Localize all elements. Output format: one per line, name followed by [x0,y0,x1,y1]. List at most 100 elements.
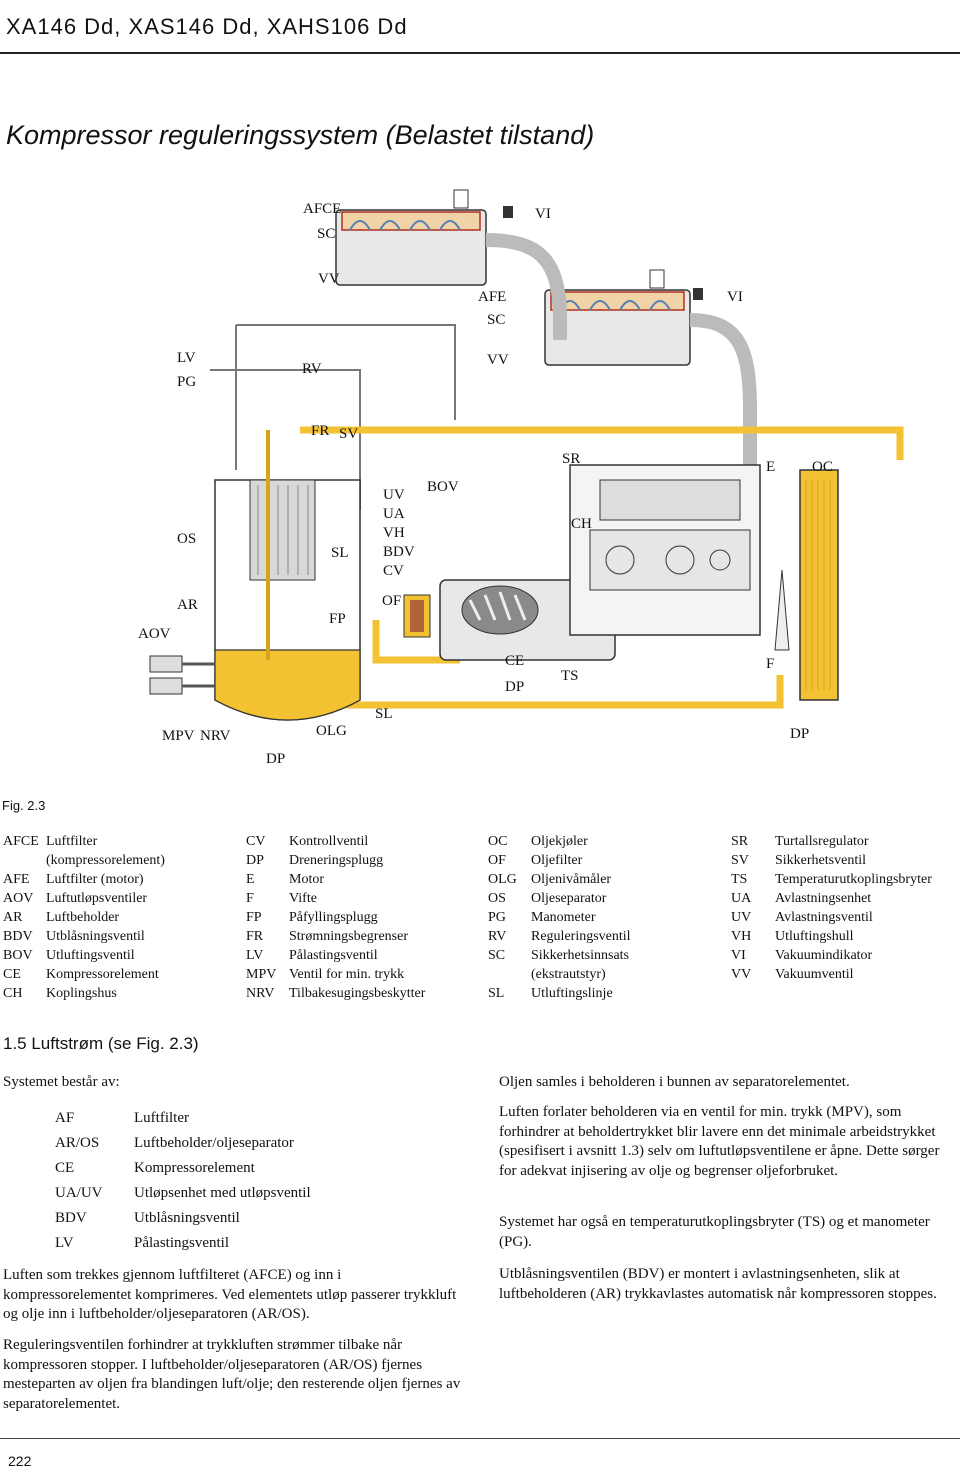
label-vi: VI [535,206,551,222]
legend-description: Tilbakesugingsbeskytter [289,986,426,1001]
legend-code: VV [731,967,752,982]
label-sr: SR [562,451,580,467]
legend-description: Motor [289,872,324,887]
legend-description: Ventil for min. trykk [289,967,405,982]
legend-description: Oljeseparator [531,891,607,906]
legend-code: AFCE [3,834,39,849]
label-mpv: MPV [162,728,195,744]
component-abbreviation: AR/OS [55,1135,100,1151]
legend-description: Oljefilter [531,853,583,868]
legend-description: Påfyllingsplugg [289,910,378,925]
component-description: Pålastingsventil [134,1235,229,1251]
legend-row: PG Manometer [488,908,631,927]
legend-description: Avlastningsenhet [775,891,872,906]
label-sc-2: SC [487,312,505,328]
paragraph-2: Reguleringsventilen forhindrer at trykkl… [3,1337,461,1412]
label-sl-2: SL [375,706,393,722]
legend-row: AR Luftbeholder [3,908,165,927]
legend-description: Strømningsbegrenser [289,929,408,944]
legend-code: CE [3,967,21,982]
legend-code: DP [246,853,264,868]
air-filter-compressor [335,189,513,286]
document-header: XA146 Dd, XAS146 Dd, XAHS106 Dd [6,14,408,39]
legend-row: (kompressorelement) [3,851,165,870]
legend-description: Avlastningsventil [775,910,873,925]
legend-code: CH [3,986,23,1001]
legend-description: Vifte [289,891,317,906]
legend-description: Manometer [531,910,596,925]
legend-description: Dreneringsplugg [289,853,384,868]
legend-code: BOV [3,948,33,963]
diagram-labels: AFCE SC VI VV AFE SC VI VV LV PG RV FR S… [138,201,833,767]
label-e: E [766,459,775,475]
legend-code: AFE [3,872,30,887]
legend-description: Reguleringsventil [531,929,631,944]
legend-code: SC [488,948,506,963]
fan [774,569,790,651]
legend-description: Kontrollventil [289,834,369,849]
label-os: OS [177,531,196,547]
page-number: 222 [8,1453,32,1469]
label-sl: SL [331,545,349,561]
section-title: Kompressor reguleringssystem (Belastet t… [6,120,595,150]
figure-caption: Fig. 2.3 [2,798,46,813]
legend-description: Kompressorelement [46,967,159,982]
label-bdv: BDV [383,544,415,560]
label-dp: DP [505,679,524,695]
label-aov: AOV [138,626,171,642]
legend-description: Utluftingslinje [531,986,613,1001]
component-description: Utblåsningsventil [134,1210,240,1226]
label-afce: AFCE [303,201,341,217]
label-ts: TS [561,668,579,684]
legend-description: Luftbeholder [46,910,120,925]
legend-code: AOV [3,891,34,906]
regulating-system-diagram: AFCE SC VI VV AFE SC VI VV LV PG RV FR S… [138,189,904,767]
legend-code: RV [488,929,507,944]
label-vh: VH [383,525,405,541]
paragraph-5: Systemet har også en temperaturutkopling… [499,1214,930,1250]
component-description: Kompressorelement [134,1160,255,1176]
label-ce: CE [505,653,524,669]
air-filter-engine [544,269,703,366]
legend-description: Oljenivåmåler [531,872,612,887]
legend-code: AR [3,910,23,925]
intro-text: Systemet består av: [3,1074,120,1090]
label-ar: AR [177,597,198,613]
subsection-title: 1.5 Luftstrøm (se Fig. 2.3) [3,1034,199,1053]
legend-code: PG [488,910,506,925]
label-lv: LV [177,350,196,366]
legend-description: Turtallsregulator [775,834,869,849]
label-sv: SV [339,426,358,442]
legend-code: SL [488,986,505,1001]
paragraph-4: Luften forlater beholderen via en ventil… [499,1104,940,1179]
legend-description: Luftfilter (motor) [46,872,144,887]
legend-description: Pålastingsventil [289,948,378,963]
paragraph-3: Oljen samles i beholderen i bunnen av se… [499,1074,850,1090]
legend-description: Oljekjøler [531,834,588,849]
legend-description: Koplingshus [46,986,117,1001]
label-fp: FP [329,611,346,627]
legend-code: BDV [3,929,33,944]
component-description: Luftbeholder/oljeseparator [134,1135,294,1151]
component-description: Luftfilter [134,1110,189,1126]
label-rv: RV [302,361,322,377]
label-oc: OC [812,459,833,475]
label-ch: CH [571,516,592,532]
